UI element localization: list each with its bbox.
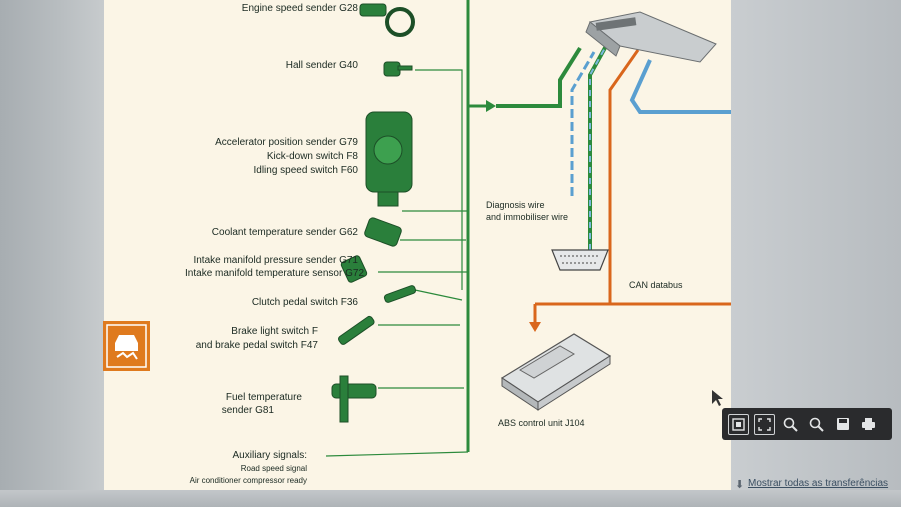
- monitor-bezel-left: [0, 0, 104, 507]
- clutch-pedal-switch-icon: [383, 285, 417, 303]
- label-clutch-pedal-switch: Clutch pedal switch F36: [251, 297, 358, 308]
- monitor-bezel-bottom: [0, 490, 901, 507]
- abs-control-unit-icon: [500, 333, 612, 411]
- diagnosis-connector-icon: [551, 249, 609, 271]
- label-idling-speed-switch: Idling speed switch F60: [253, 165, 358, 176]
- label-diagnosis-wire: Diagnosis wire: [486, 200, 545, 210]
- image-viewer-toolbar: [722, 408, 892, 440]
- label-coolant-sender: Coolant temperature sender G62: [211, 227, 358, 238]
- fit-icon[interactable]: [728, 413, 749, 435]
- expand-icon[interactable]: [754, 413, 775, 435]
- label-brake-light-switch: Brake light switch F: [231, 326, 318, 337]
- brake-light-switch-icon: [338, 315, 375, 345]
- bus-arrowhead: [486, 100, 496, 112]
- show-all-downloads-link[interactable]: Mostrar todas as transferências: [748, 478, 889, 489]
- label-intake-pressure-sender: Intake manifold pressure sender G71: [193, 255, 358, 266]
- mouse-cursor-icon: [712, 390, 723, 406]
- zoom-out-icon[interactable]: [806, 414, 827, 435]
- ecu-green-wire: [496, 46, 582, 108]
- can-wire-vertical: [608, 49, 640, 304]
- sensor-feeder-lines: [325, 69, 469, 457]
- label-engine-speed-sender: Engine speed sender G28: [241, 3, 358, 14]
- can-arrowhead: [529, 322, 541, 332]
- print-icon[interactable]: [858, 414, 879, 435]
- document-page: [104, 0, 731, 494]
- warning-car-icon: [103, 321, 150, 371]
- label-fuel-temperature-sender: sender G81: [221, 405, 274, 416]
- engine-control-unit: [585, 11, 717, 63]
- sensor-components: [331, 3, 417, 423]
- coolant-sender-icon: [364, 217, 402, 247]
- accelerator-sender-icon: [365, 111, 413, 207]
- zoom-in-icon[interactable]: [780, 414, 801, 435]
- download-arrow-icon: ⬇: [735, 479, 745, 491]
- intake-manifold-sender-icon: [340, 255, 368, 283]
- diagnosis-wire: [588, 45, 608, 250]
- save-icon[interactable]: [832, 414, 853, 435]
- label-kick-down-switch: Kick-down switch F8: [266, 151, 358, 162]
- engine-speed-sender-icon: [359, 3, 415, 37]
- blue-wire: [570, 51, 596, 196]
- hall-sender-icon: [383, 61, 413, 77]
- diagnosis-wire-stripe: [589, 45, 607, 250]
- blue-wire-right: [629, 59, 731, 114]
- label-aircon-compressor: Air conditioner compressor ready: [189, 476, 307, 485]
- label-intake-temperature-sensor: Intake manifold temperature sensor G72: [185, 268, 364, 279]
- label-brake-pedal-switch: and brake pedal switch F47: [195, 340, 318, 351]
- label-abs-control-unit: ABS control unit J104: [498, 418, 585, 428]
- label-can-databus: CAN databus: [629, 280, 683, 290]
- fuel-temperature-sender-icon: [331, 375, 377, 423]
- label-fuel-temperature: Fuel temperature: [225, 392, 302, 403]
- label-auxiliary-signals: Auxiliary signals:: [232, 450, 307, 461]
- label-road-speed-signal: Road speed signal: [240, 464, 307, 473]
- label-hall-sender: Hall sender G40: [285, 60, 358, 71]
- label-immobiliser-wire: and immobiliser wire: [486, 212, 569, 222]
- label-accelerator-sender: Accelerator position sender G79: [215, 137, 358, 148]
